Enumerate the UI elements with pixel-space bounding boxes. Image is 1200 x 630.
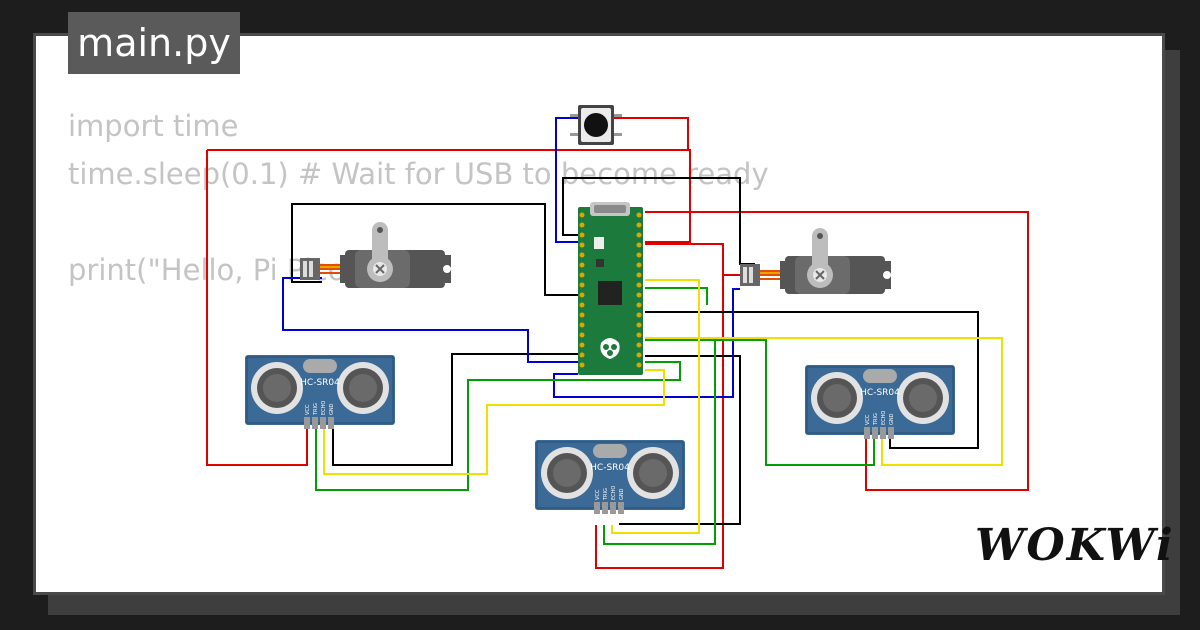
- wire-power: [645, 211, 1029, 491]
- wire-echo: [611, 279, 700, 534]
- ultrasonic-center: HC-SR04 VCC TRIG ECHO GND: [535, 440, 685, 514]
- wire-trig: [315, 361, 681, 491]
- pin-label: GND: [889, 413, 895, 425]
- pin-label: TRIG: [603, 488, 609, 501]
- servo-left: [300, 222, 451, 288]
- wire-trig: [645, 287, 708, 305]
- wokwi-logo: WOKWi: [975, 520, 1175, 571]
- pin-label: VCC: [305, 404, 311, 415]
- ultrasonic-right: HC-SR04 VCC TRIG ECHO GND: [805, 365, 955, 439]
- wire-trig: [645, 339, 875, 466]
- wire-signal: [553, 288, 740, 398]
- pin-label: ECHO: [611, 486, 617, 500]
- wire-signal: [282, 277, 578, 363]
- sensor-label: HC-SR04: [300, 378, 340, 388]
- wire-ground: [619, 355, 741, 525]
- pin-label: GND: [619, 488, 625, 500]
- pico-board: [578, 202, 643, 375]
- pin-label: GND: [329, 403, 335, 415]
- pin-label: TRIG: [873, 413, 879, 426]
- code-line: import time: [68, 109, 239, 143]
- pushbutton: [570, 105, 622, 145]
- servo-right: [740, 228, 891, 294]
- sensor-label: HC-SR04: [860, 388, 900, 398]
- wire-ground: [332, 353, 579, 466]
- wire-ground: [291, 203, 578, 296]
- wire-signal: [555, 117, 580, 243]
- pin-label: VCC: [595, 489, 601, 500]
- file-tab[interactable]: main.py: [68, 12, 240, 74]
- wire-power: [595, 243, 724, 569]
- sensor-label: HC-SR04: [590, 463, 630, 473]
- wire-echo: [645, 337, 1003, 466]
- pin-label: TRIG: [313, 403, 319, 416]
- pin-label: ECHO: [881, 411, 887, 425]
- pin-label: ECHO: [321, 401, 327, 415]
- wire-power: [206, 150, 308, 466]
- code-line: time.sleep(0.1) # Wait for USB to become…: [68, 157, 769, 191]
- wire-power: [612, 117, 689, 150]
- wires: [206, 117, 1029, 569]
- raspberry-logo-icon: [600, 338, 620, 359]
- pin-label: VCC: [865, 414, 871, 425]
- ultrasonic-left: HC-SR04 VCC TRIG ECHO GND: [245, 355, 395, 429]
- wire-power: [207, 149, 691, 243]
- wire-echo: [323, 369, 665, 475]
- wire-ground: [645, 311, 979, 449]
